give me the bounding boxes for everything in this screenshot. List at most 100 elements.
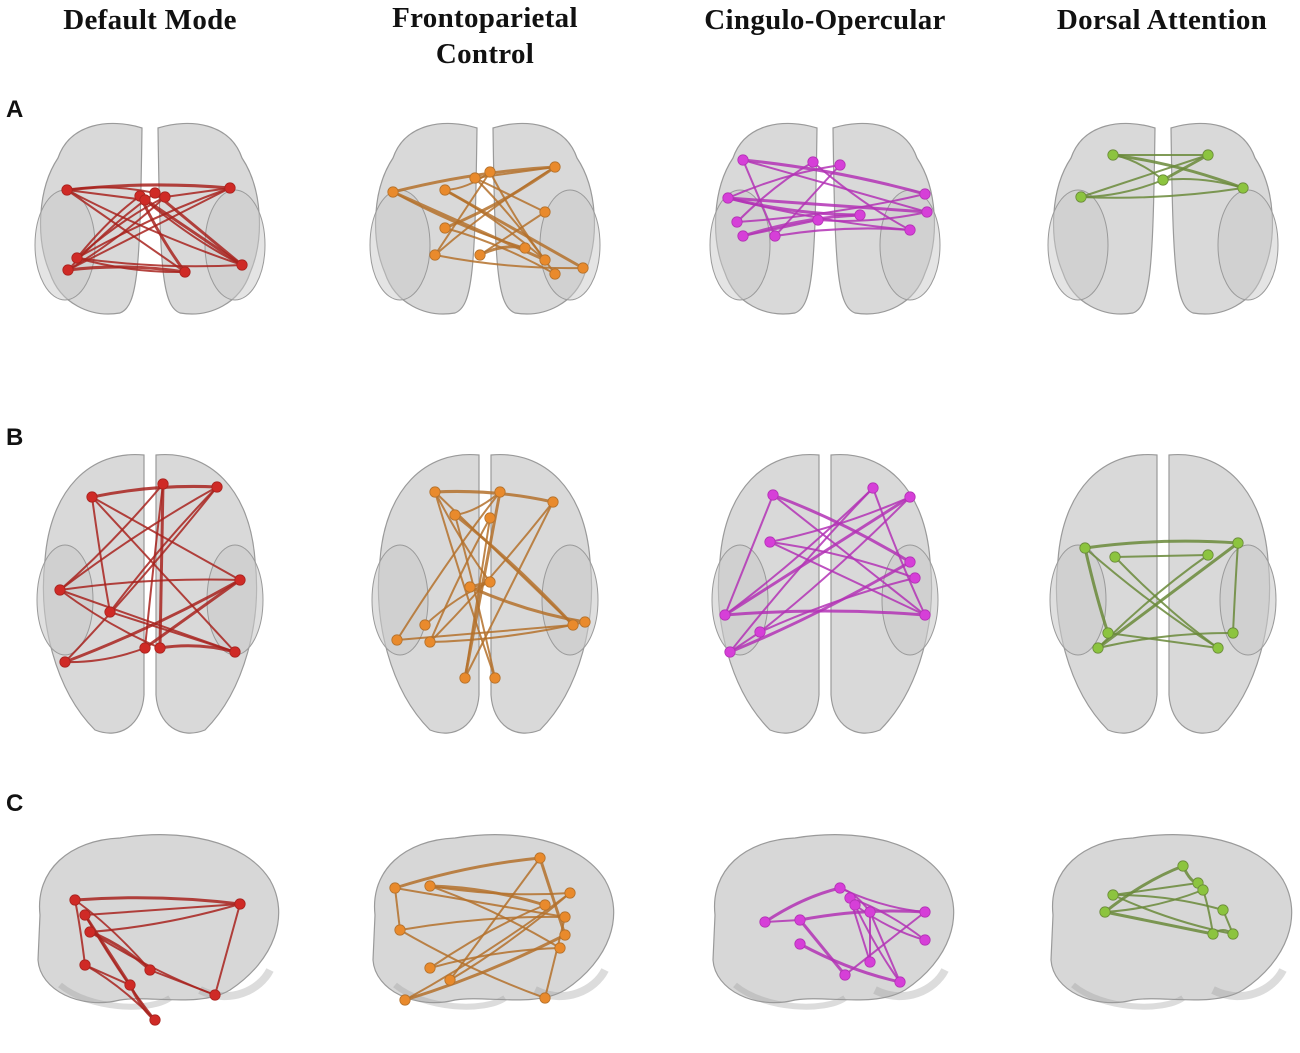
- network-nodes: [69, 894, 246, 1026]
- network-edge: [109, 486, 218, 613]
- network-edge: [464, 517, 491, 679]
- network-edge: [1097, 541, 1239, 650]
- network-edge: [91, 496, 236, 653]
- network-edge: [1232, 542, 1239, 634]
- network-edge: [159, 644, 236, 654]
- network-edge: [214, 903, 241, 996]
- network-edge: [742, 159, 776, 237]
- network-node: [86, 491, 98, 503]
- network-edge: [1083, 547, 1110, 634]
- network-node: [439, 222, 451, 234]
- network-edges: [394, 856, 571, 1002]
- network-edge: [64, 647, 146, 664]
- network-node: [424, 880, 436, 892]
- network-edge: [854, 904, 901, 983]
- network-edges: [392, 165, 584, 275]
- network-edge: [91, 496, 111, 613]
- network-node: [62, 264, 74, 276]
- network-node: [429, 486, 441, 498]
- network-nodes: [719, 482, 931, 658]
- network-node: [211, 481, 223, 493]
- network-node: [1227, 627, 1239, 639]
- network-node: [559, 929, 571, 941]
- network-edge: [444, 189, 546, 261]
- network-edge: [59, 486, 218, 591]
- network-node: [767, 489, 779, 501]
- network-nodes: [389, 852, 576, 1006]
- network-edges: [66, 183, 243, 274]
- network-node: [554, 942, 566, 954]
- network-edge: [66, 189, 243, 266]
- network-node: [812, 214, 824, 226]
- network-node: [519, 242, 531, 254]
- network-node: [391, 634, 403, 646]
- network-edges: [59, 483, 241, 664]
- network-node: [921, 206, 933, 218]
- network-edge: [1107, 632, 1219, 649]
- network-edge: [394, 856, 541, 890]
- network-edge: [812, 161, 911, 231]
- network-edge: [769, 541, 916, 579]
- network-node: [1217, 904, 1229, 916]
- network-node: [909, 572, 921, 584]
- network-node: [854, 209, 866, 221]
- column-title-line2: Control: [435, 38, 535, 70]
- network-edge: [1112, 153, 1244, 190]
- network-edge: [396, 491, 501, 641]
- network-node: [124, 979, 136, 991]
- network-edge: [454, 513, 575, 627]
- network-nodes: [391, 486, 591, 684]
- network-edge: [1104, 910, 1214, 936]
- network-node: [179, 266, 191, 278]
- panel-b-default-mode: [36, 454, 264, 734]
- network-node: [139, 194, 151, 206]
- network-node: [539, 992, 551, 1004]
- panel-a-default-mode: [34, 122, 266, 315]
- panel-c-default-mode: [37, 834, 280, 1026]
- network-node: [1099, 906, 1111, 918]
- network-node: [234, 574, 246, 586]
- network-node: [559, 911, 571, 923]
- network-edge: [872, 487, 926, 616]
- network-edge: [434, 254, 584, 270]
- network-edge: [444, 165, 556, 230]
- network-node: [769, 230, 781, 242]
- network-edge: [64, 486, 218, 663]
- network-edge: [444, 227, 556, 275]
- right-temporal-lobe: [1217, 189, 1279, 301]
- network-node: [484, 166, 496, 178]
- network-node: [722, 192, 734, 204]
- network-node: [719, 609, 731, 621]
- network-node: [794, 938, 806, 950]
- network-node: [1102, 627, 1114, 639]
- network-node: [157, 478, 169, 490]
- network-nodes: [54, 478, 246, 668]
- network-edge: [67, 265, 186, 274]
- network-node: [539, 206, 551, 218]
- network-node: [54, 584, 66, 596]
- network-edge: [429, 501, 554, 643]
- network-node: [904, 491, 916, 503]
- network-node: [1109, 551, 1121, 563]
- network-node: [534, 852, 546, 864]
- network-edge: [91, 496, 241, 581]
- network-node: [484, 512, 496, 524]
- network-node: [764, 536, 776, 548]
- network-node: [1075, 191, 1087, 203]
- network-edge: [854, 904, 926, 941]
- network-node: [494, 486, 506, 498]
- network-edge: [798, 919, 847, 976]
- network-node: [394, 924, 406, 936]
- network-node: [209, 989, 221, 1001]
- network-node: [79, 959, 91, 971]
- network-node: [724, 646, 736, 658]
- panel-b-dorsal-attention: [1049, 454, 1277, 734]
- panel-a-cingulo-opercular: [709, 122, 941, 315]
- network-node: [474, 249, 486, 261]
- network-nodes: [1099, 860, 1239, 940]
- network-node: [59, 656, 71, 668]
- network-edges: [396, 489, 586, 679]
- network-node: [104, 606, 116, 618]
- network-node: [469, 172, 481, 184]
